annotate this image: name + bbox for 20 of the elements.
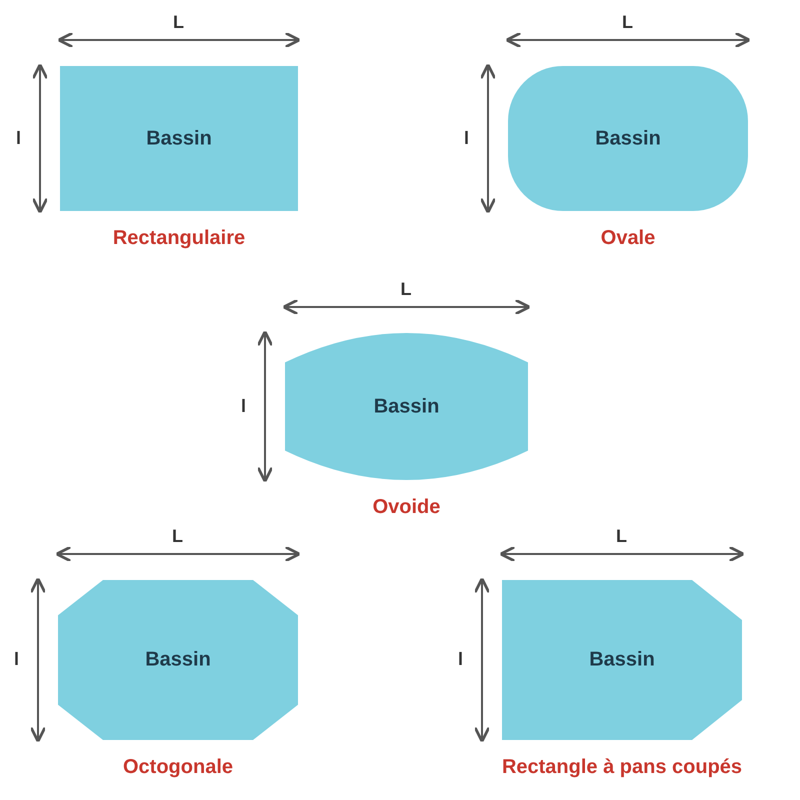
dimension-label: L <box>622 12 633 33</box>
pool-label: Bassin <box>374 395 440 418</box>
dimension-label: l <box>464 128 470 148</box>
pool-label: Bassin <box>589 648 655 672</box>
pool-label: Bassin <box>145 648 211 672</box>
dimension-label: l <box>14 649 20 670</box>
dimension-label: L <box>172 526 183 547</box>
dimension-label: l <box>241 396 246 416</box>
pool-label: Bassin <box>146 127 212 150</box>
dimension-label: l <box>16 128 22 148</box>
dimension-label: l <box>458 649 464 670</box>
shape-caption: Rectangle à pans coupés <box>502 756 742 779</box>
pool-label: Bassin <box>595 127 661 150</box>
shape-caption: Octogonale <box>123 756 233 779</box>
shape-caption: Ovale <box>600 227 656 250</box>
shape-caption: Ovoide <box>372 496 440 519</box>
dimension-label: L <box>400 279 412 300</box>
dimension-label: L <box>173 12 184 33</box>
dimension-label: L <box>616 526 627 547</box>
shape-caption: Rectangulaire <box>112 227 246 250</box>
